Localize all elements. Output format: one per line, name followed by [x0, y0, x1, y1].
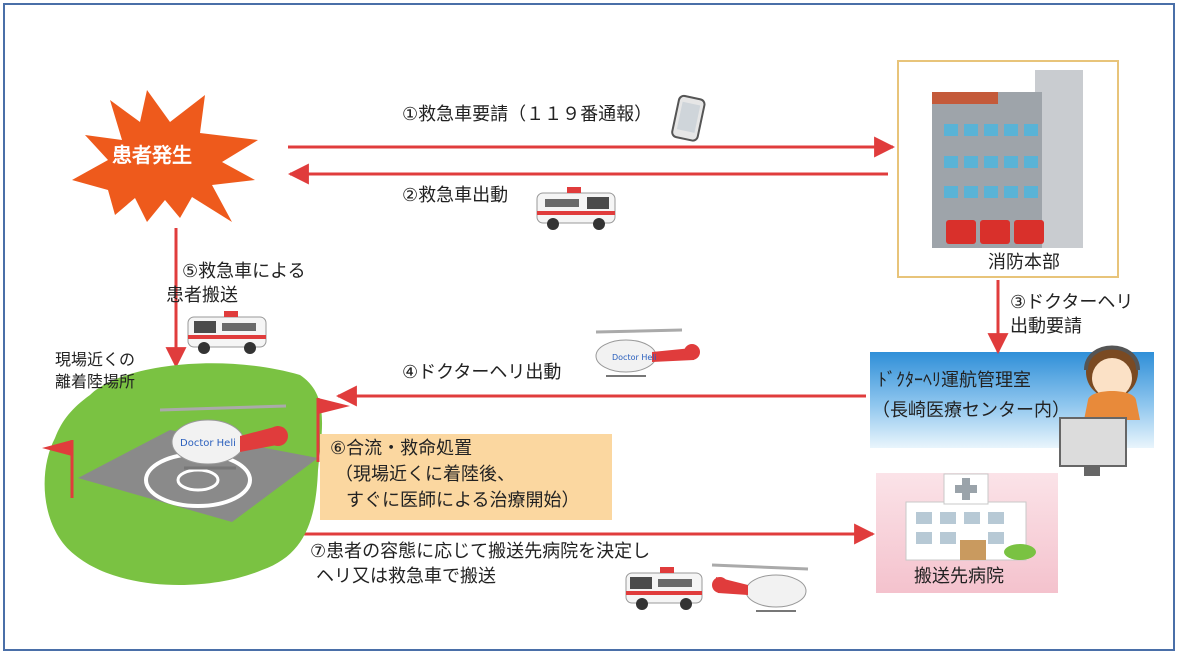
hospital-building-icon	[905, 473, 1036, 561]
ambulance-icon	[536, 187, 616, 230]
step6-line1: ⑥合流・救命処置	[330, 438, 473, 459]
helicopter-icon: Doctor Heli	[159, 404, 288, 470]
diagram-frame	[3, 3, 1175, 651]
heli-logo-text: Doctor Heli	[180, 438, 236, 449]
landing-site-line2: 離着陸場所	[55, 372, 136, 391]
operator-headset-icon	[1084, 345, 1140, 420]
treatment-box	[320, 434, 612, 520]
ambulance-icon	[187, 311, 267, 354]
step5-line1: ⑤救急車による	[182, 261, 306, 282]
landing-site-line1: 現場近くの	[55, 350, 136, 369]
smartphone-icon	[671, 94, 706, 142]
fire-hq-label: 消防本部	[988, 252, 1060, 273]
step7-line2: ヘリ又は救急車で搬送	[316, 566, 496, 587]
ambulance-icon	[625, 567, 703, 610]
step5-line2: 患者搬送	[166, 285, 238, 306]
explosion-burst-icon	[72, 90, 258, 222]
step4-label: ④ドクターヘリ出動	[402, 362, 562, 383]
step3-line1: ③ドクターヘリ	[1010, 292, 1134, 313]
heli-logo-text: Doctor Heli	[612, 353, 657, 362]
flag-icon	[316, 398, 350, 462]
step6-line3: すぐに医師による治療開始）	[346, 490, 580, 511]
patient-label: 患者発生	[112, 143, 192, 167]
control-room-line1: ﾄﾞｸﾀｰﾍﾘ運航管理室	[878, 370, 1031, 391]
hospital-label: 搬送先病院	[914, 566, 1004, 587]
step7-line1: ⑦患者の容態に応じて搬送先病院を決定し	[310, 541, 651, 562]
heliport-pad-icon	[78, 430, 318, 522]
computer-monitor-icon	[1059, 417, 1127, 476]
step6-line2: （現場近くに着陸後、	[335, 464, 515, 485]
helicopter-icon	[711, 563, 809, 612]
control-room-line2: （長崎医療センター内）	[872, 400, 1070, 421]
step2-label: ②救急車出動	[402, 185, 509, 206]
flag-icon	[42, 440, 74, 498]
step3-line2: 出動要請	[1010, 316, 1082, 337]
step1-label: ①救急車要請（１１９番通報）	[402, 104, 653, 125]
fire-station-building-icon	[932, 70, 1083, 248]
helicopter-icon: Doctor Heli	[595, 328, 700, 377]
